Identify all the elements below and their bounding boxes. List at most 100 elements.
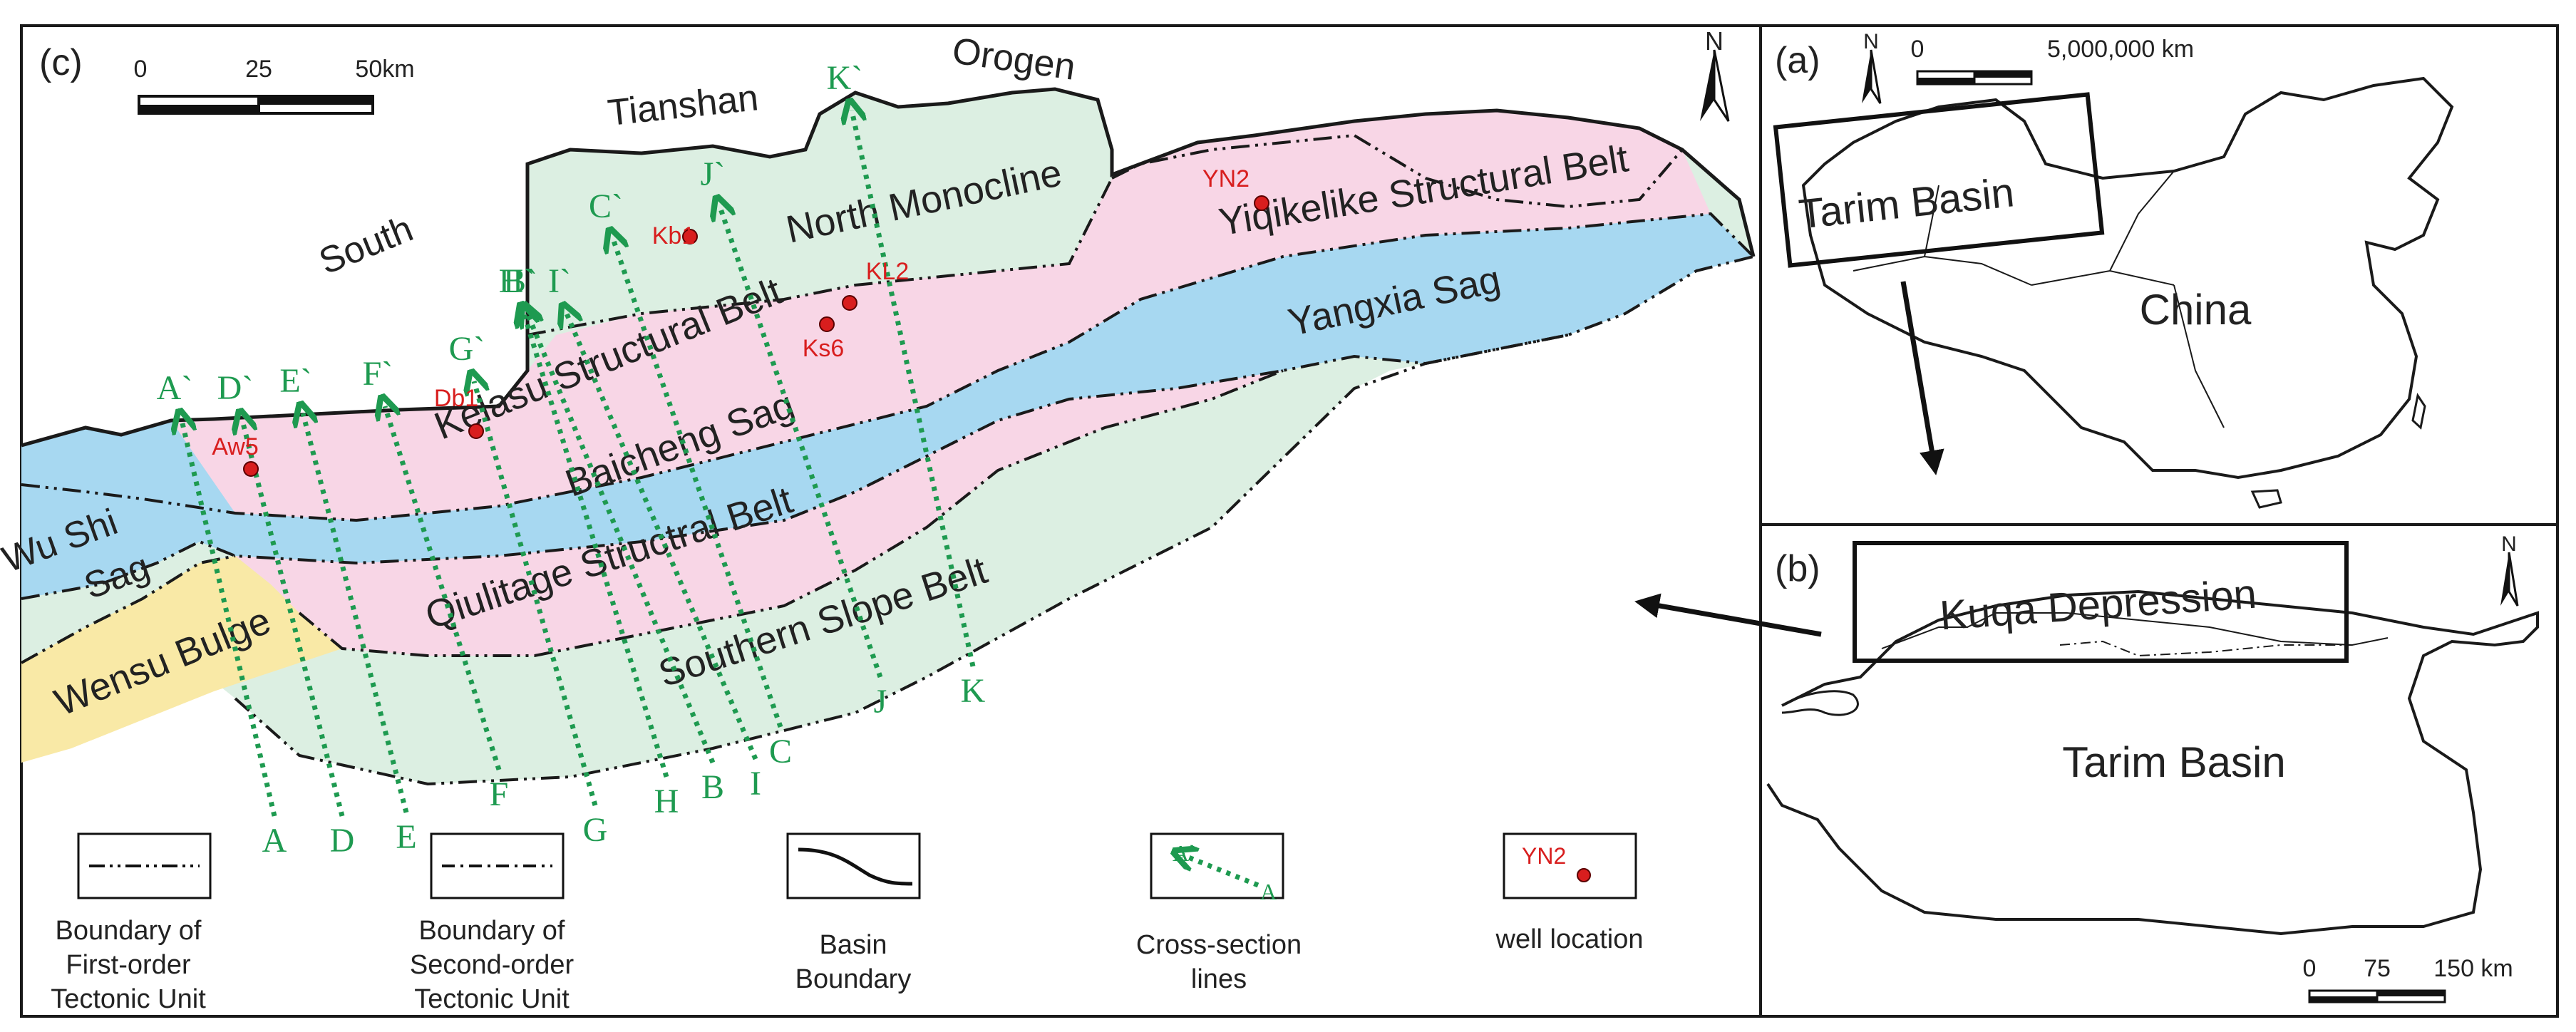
north-label-a: N [1863, 30, 1879, 53]
well-dot [1254, 195, 1269, 211]
legend-cross-section: A` A Cross-section lines [1136, 832, 1302, 994]
panel-b-scale-bar: 0 75 150 km [2303, 955, 2513, 1003]
well-dot [819, 316, 835, 332]
legend-first-order-line3: Tectonic Unit [51, 984, 206, 1014]
panel-b-west-coast [1781, 690, 1859, 716]
legend-first-order-line1: Boundary of [56, 916, 202, 946]
zoom-arrow-b-to-c [1634, 593, 1822, 637]
basin-boundary-north [21, 87, 1756, 448]
cross-section-end-label: E` [279, 362, 311, 400]
cross-section-end-label: B` [503, 262, 537, 300]
well-aw5: Aw5 [212, 433, 259, 477]
panel-b-frame [1759, 523, 2559, 1018]
cross-section-b: B B` [503, 262, 724, 806]
cross-section-start-label: B [701, 768, 724, 806]
legend-xs-start-label: A [1260, 879, 1277, 904]
legend-second-order-line3: Tectonic Unit [414, 984, 570, 1014]
tarim-basin-box [1773, 92, 2105, 268]
cross-section-end-label: J` [701, 155, 726, 193]
cross-section-line-g [474, 381, 598, 806]
boundary-north-monocline [527, 177, 1113, 336]
well-label: Ks6 [803, 335, 845, 362]
boundary-yiqikelike-split [1111, 133, 1684, 209]
well-dot [682, 229, 698, 244]
well-ks6: Ks6 [803, 316, 845, 362]
well-db1: Db1 [434, 385, 484, 439]
cross-section-start-label: K [961, 672, 986, 710]
well-kl2: KL2 [842, 258, 910, 311]
cross-section-line-c [613, 239, 783, 728]
country-label: China [2140, 286, 2252, 334]
panel-b-scale-tick-0: 0 [2303, 955, 2317, 982]
kuqa-depression-box [1853, 541, 2349, 663]
china-outline [1801, 76, 2454, 480]
cross-section-end-label: C` [589, 187, 623, 225]
panel-c-scale-bar: 0 25 50km [134, 56, 415, 115]
cross-section-j: J J` [701, 155, 887, 721]
panel-a-scale-bar: 0 5,000,000 km [1911, 36, 2194, 86]
baicheng-yangxia-sag-area [21, 214, 1753, 599]
panel-c-label: (c) [39, 42, 83, 83]
cross-section-end-label: G` [449, 330, 485, 368]
well-dot [842, 295, 857, 311]
well-kb1: Kb1 [652, 222, 698, 249]
legend-second-order: Boundary of Second-order Tectonic Unit [410, 832, 575, 1014]
boundary-baicheng-qiulitage [21, 255, 1754, 600]
legend: Boundary of First-order Tectonic Unit Bo… [51, 832, 1644, 1014]
cross-section-g: GG` [449, 330, 608, 849]
panel-a-north-arrow: N [1862, 30, 1882, 104]
cross-section-line-f [385, 406, 502, 771]
panel-b-label: (b) [1775, 548, 1820, 589]
taiwan-island [2411, 393, 2426, 430]
panel-c-north-arrow: N [1700, 26, 1730, 122]
well-label: YN2 [1202, 165, 1250, 192]
cross-section-end-label: A` [157, 369, 193, 407]
panel-c-map: 0 25 50km (c) N Orogen Tianshan South No… [0, 24, 1762, 1018]
cross-section-k: K K` [827, 59, 986, 710]
legend-first-order: Boundary of First-order Tectonic Unit [51, 832, 212, 1014]
zoom-arrow-a-to-b [1900, 281, 1944, 475]
cross-section-line-j [720, 207, 883, 678]
cross-section-d: D D` [217, 369, 355, 860]
cross-section-end-label: F` [363, 355, 393, 393]
kuqa-inner-outline [1881, 612, 2389, 649]
cross-section-line-b [527, 314, 716, 764]
well-dot [243, 461, 259, 477]
north-label-b: N [2501, 532, 2517, 556]
cross-section-start-label: J [874, 683, 887, 721]
legend-basin-boundary: Basin Boundary [786, 832, 921, 994]
cross-section-h: HH` [499, 262, 679, 820]
cross-section-line-i [567, 314, 758, 760]
kuqa-inner-dashed [2059, 640, 2352, 657]
legend-xs-end-label: A` [1173, 840, 1197, 866]
cross-section-end-label: K` [827, 59, 863, 97]
panel-a-scale-tick-0: 0 [1911, 36, 1925, 63]
cross-section-start-label: C [769, 733, 792, 770]
north-label-c: N [1705, 26, 1724, 56]
wushi-sag-area [21, 420, 235, 599]
panel-b-scale-tick-75: 75 [2364, 955, 2391, 982]
wensu-bulge-area [21, 556, 342, 763]
cross-section-end-label: H` [499, 262, 535, 300]
cross-section-e: EE` [279, 362, 416, 856]
legend-basin-line2: Boundary [795, 964, 912, 994]
cross-section-i: II` [548, 262, 761, 803]
china-inner-borders [1853, 170, 2225, 428]
well-label: KL2 [866, 258, 910, 285]
legend-basin-line1: Basin [819, 930, 887, 960]
legend-cross-section-line1: Cross-section [1136, 930, 1302, 960]
panel-b-scale-tick-150: 150 km [2433, 955, 2513, 982]
cross-section-start-label: I [750, 765, 761, 803]
cross-section-end-label: D` [217, 369, 254, 407]
cross-section-start-label: D [330, 822, 355, 860]
cross-section-line-a [182, 420, 277, 817]
boundary-kelasu-baicheng [21, 212, 1755, 522]
hainan-island [2250, 489, 2282, 509]
cross-section-start-label: F [490, 775, 509, 813]
well-label: Kb1 [652, 222, 696, 249]
legend-second-order-line2: Second-order [410, 950, 575, 980]
panel-a-scale-tick-max: 5,000,000 km [2047, 36, 2194, 63]
legend-well-sample: YN2 [1522, 843, 1566, 869]
scale-tick-0: 0 [134, 56, 148, 83]
